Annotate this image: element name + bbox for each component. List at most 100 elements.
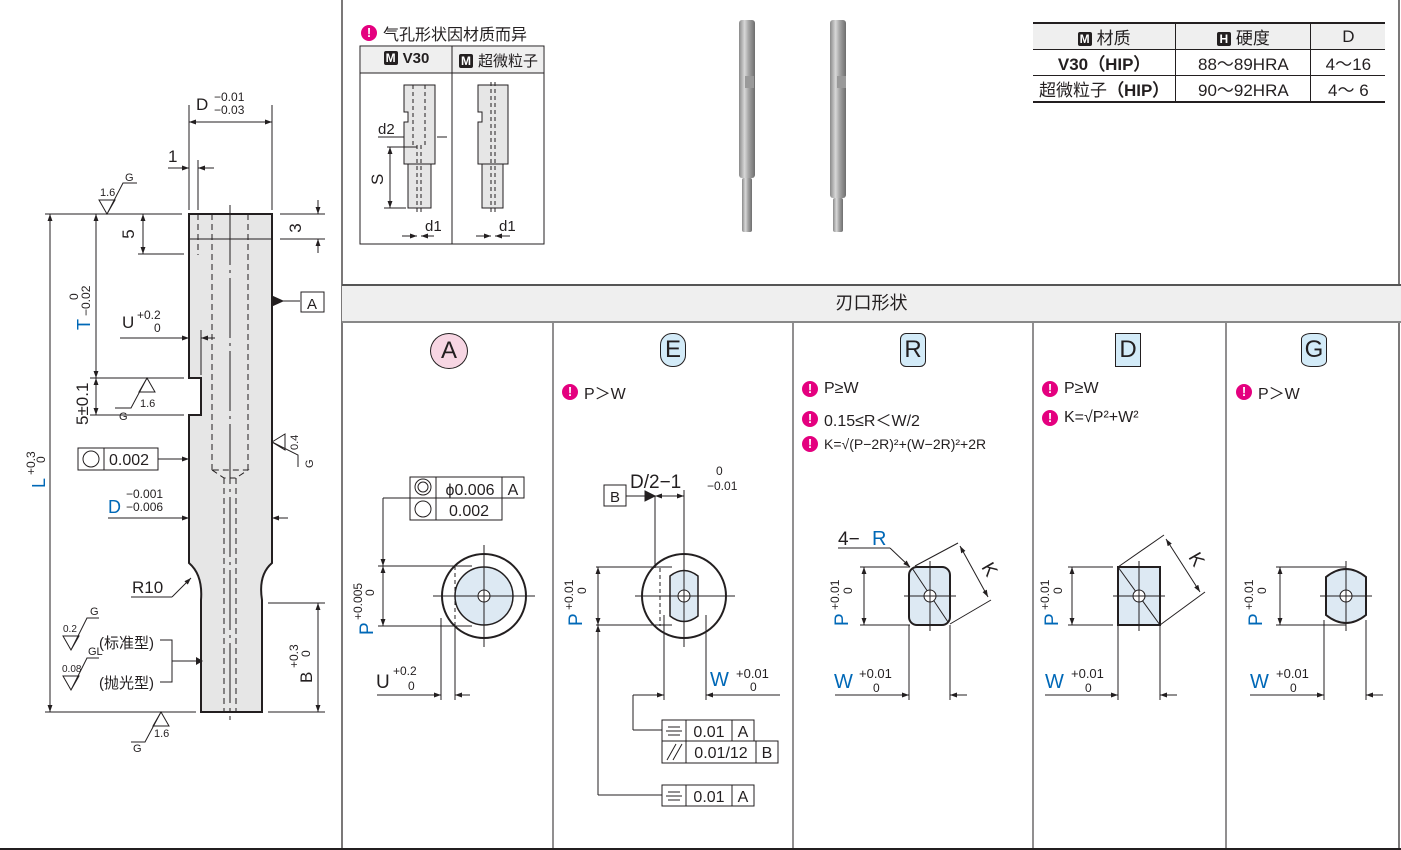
shape-a-u-label: U xyxy=(376,672,390,693)
label-d1-ultra: d1 xyxy=(499,218,516,235)
shape-a-roundness-value: 0.002 xyxy=(449,503,489,520)
shape-e-note: !P＞W xyxy=(562,380,626,404)
caution-icon: ! xyxy=(1042,410,1058,426)
material-badge-icon: M xyxy=(383,51,398,65)
dim-5-top: 5 xyxy=(119,229,138,238)
shape-r-w-label: W xyxy=(834,671,853,693)
shape-d-w-label: W xyxy=(1045,671,1064,693)
table-row: 超微粒子（HIP） 90～92HRA 4～ 6 xyxy=(1033,75,1386,102)
dim-t-lower: −0.02 xyxy=(79,285,93,316)
vent-col-ultra-header: M 超微粒子 xyxy=(453,50,544,71)
shape-g-p-label: P xyxy=(1246,613,1267,626)
roughness-top-process: G xyxy=(125,172,134,184)
shape-r-p-lower: 0 xyxy=(841,587,855,594)
shape-label-d: D xyxy=(1115,333,1141,367)
shape-r-w-upper: +0.01 xyxy=(859,666,892,681)
material-badge-icon: M xyxy=(1077,32,1092,46)
dim-d-top-lower: −0.03 xyxy=(214,103,245,117)
finish-standard-process: G xyxy=(90,606,99,618)
dim-u-upper: +0.2 xyxy=(137,308,161,322)
roughness-bottom-process: G xyxy=(133,743,142,755)
label-s: S xyxy=(368,174,387,185)
shape-r-corner-label: R xyxy=(872,528,886,550)
shape-e-p-lower: 0 xyxy=(575,587,589,594)
shape-r-drawing xyxy=(835,542,992,700)
shape-r-w-lower: 0 xyxy=(873,681,880,695)
roughness-slot-value: 1.6 xyxy=(140,398,155,410)
hardness-badge-icon: H xyxy=(1216,32,1231,46)
punch-body xyxy=(188,205,273,720)
finish-polished-value: 0.08 xyxy=(62,664,82,675)
label-d1-v30: d1 xyxy=(425,218,442,235)
shape-d-w-lower: 0 xyxy=(1085,681,1092,695)
finish-standard-value: 0.2 xyxy=(63,624,77,635)
dim-d-top-upper: −0.01 xyxy=(214,90,245,104)
product-photo-v30 xyxy=(739,20,755,232)
shape-label-g: G xyxy=(1301,333,1327,367)
shape-a-p-label: P xyxy=(357,622,378,635)
dim-t-label: T xyxy=(74,319,94,330)
vent-hole-note-text: 气孔形状因材质而异 xyxy=(383,27,528,44)
caution-icon: ! xyxy=(361,25,377,41)
shape-e-top-lower: −0.01 xyxy=(707,479,738,493)
finish-standard-label: (标准型) xyxy=(99,635,154,652)
dim-d-mid-lower: −0.006 xyxy=(126,500,163,514)
shape-g-drawing xyxy=(1250,561,1383,700)
shape-g-note: !P＞W xyxy=(1236,380,1300,404)
dim-l-lower: 0 xyxy=(34,456,48,463)
shape-d-w-upper: +0.01 xyxy=(1071,666,1104,681)
shape-d-p-upper: +0.01 xyxy=(1038,579,1052,610)
dim-t-upper: 0 xyxy=(67,293,81,300)
shape-d-note-2: !K=√P²+W² xyxy=(1042,409,1139,427)
dim-u-label: U xyxy=(122,313,134,332)
shape-g-p-upper: +0.01 xyxy=(1242,579,1256,610)
dim-b-label: B xyxy=(297,672,316,683)
dim-u-lower: 0 xyxy=(154,321,161,335)
shape-d-p-lower: 0 xyxy=(1051,587,1065,594)
shape-e-top-label: D/2−1 xyxy=(630,472,681,493)
datum-a-box xyxy=(300,291,325,313)
shape-e-w-label: W xyxy=(710,669,729,691)
shape-r-note-1: !P≥W xyxy=(802,380,859,398)
shape-e-datum-b: B xyxy=(610,489,620,506)
roughness-slot-process: G xyxy=(119,411,128,423)
shape-e-w-upper: +0.01 xyxy=(736,666,769,681)
dim-d-top-label: D xyxy=(196,95,208,114)
shape-d-k-label: K xyxy=(1184,549,1209,571)
shape-d-note-1: !P≥W xyxy=(1042,380,1099,398)
vent-col-v30-label: V30 xyxy=(402,50,430,67)
vent-col-v30-header: M V30 xyxy=(361,50,452,67)
dim-1: 1 xyxy=(168,147,177,166)
product-photo-ultra-fine xyxy=(830,20,846,232)
material-badge-icon: M xyxy=(458,54,473,68)
finish-polished-process: GL xyxy=(88,646,103,658)
vent-hole-box xyxy=(359,45,545,245)
shape-e-w-lower: 0 xyxy=(750,680,757,694)
shape-g-w-lower: 0 xyxy=(1290,681,1297,695)
caution-icon: ! xyxy=(802,381,818,397)
shape-r-note-2: !0.15≤R＜W/2 xyxy=(802,407,920,431)
caution-icon: ! xyxy=(562,384,578,400)
shape-d-p-label: P xyxy=(1042,613,1063,626)
roughness-bottom-value: 1.6 xyxy=(154,728,169,740)
vent-hole-note: ! 气孔形状因材质而异 xyxy=(361,21,527,45)
dim-l-label: L xyxy=(29,478,49,488)
roundness-value: 0.002 xyxy=(109,452,149,469)
shape-e-p-upper: +0.01 xyxy=(562,579,576,610)
dim-b-upper: +0.3 xyxy=(287,644,301,668)
shape-a-concentricity-value: ϕ0.006 xyxy=(446,482,495,499)
vent-col-ultra-label: 超微粒子 xyxy=(477,53,538,70)
shape-a-u-upper: +0.2 xyxy=(393,664,417,678)
shape-e-symmetry2-value: 0.01 xyxy=(693,789,724,806)
dim-d-mid-label: D xyxy=(108,497,121,517)
shape-g-p-lower: 0 xyxy=(1255,587,1269,594)
shape-e-parallel-datum: B xyxy=(762,745,773,762)
shape-e-symmetry-value: 0.01 xyxy=(693,724,724,741)
shape-e-drawing xyxy=(595,484,780,807)
shape-e-parallel-value: 0.01/12 xyxy=(694,745,747,762)
dim-b-lower: 0 xyxy=(299,650,313,657)
